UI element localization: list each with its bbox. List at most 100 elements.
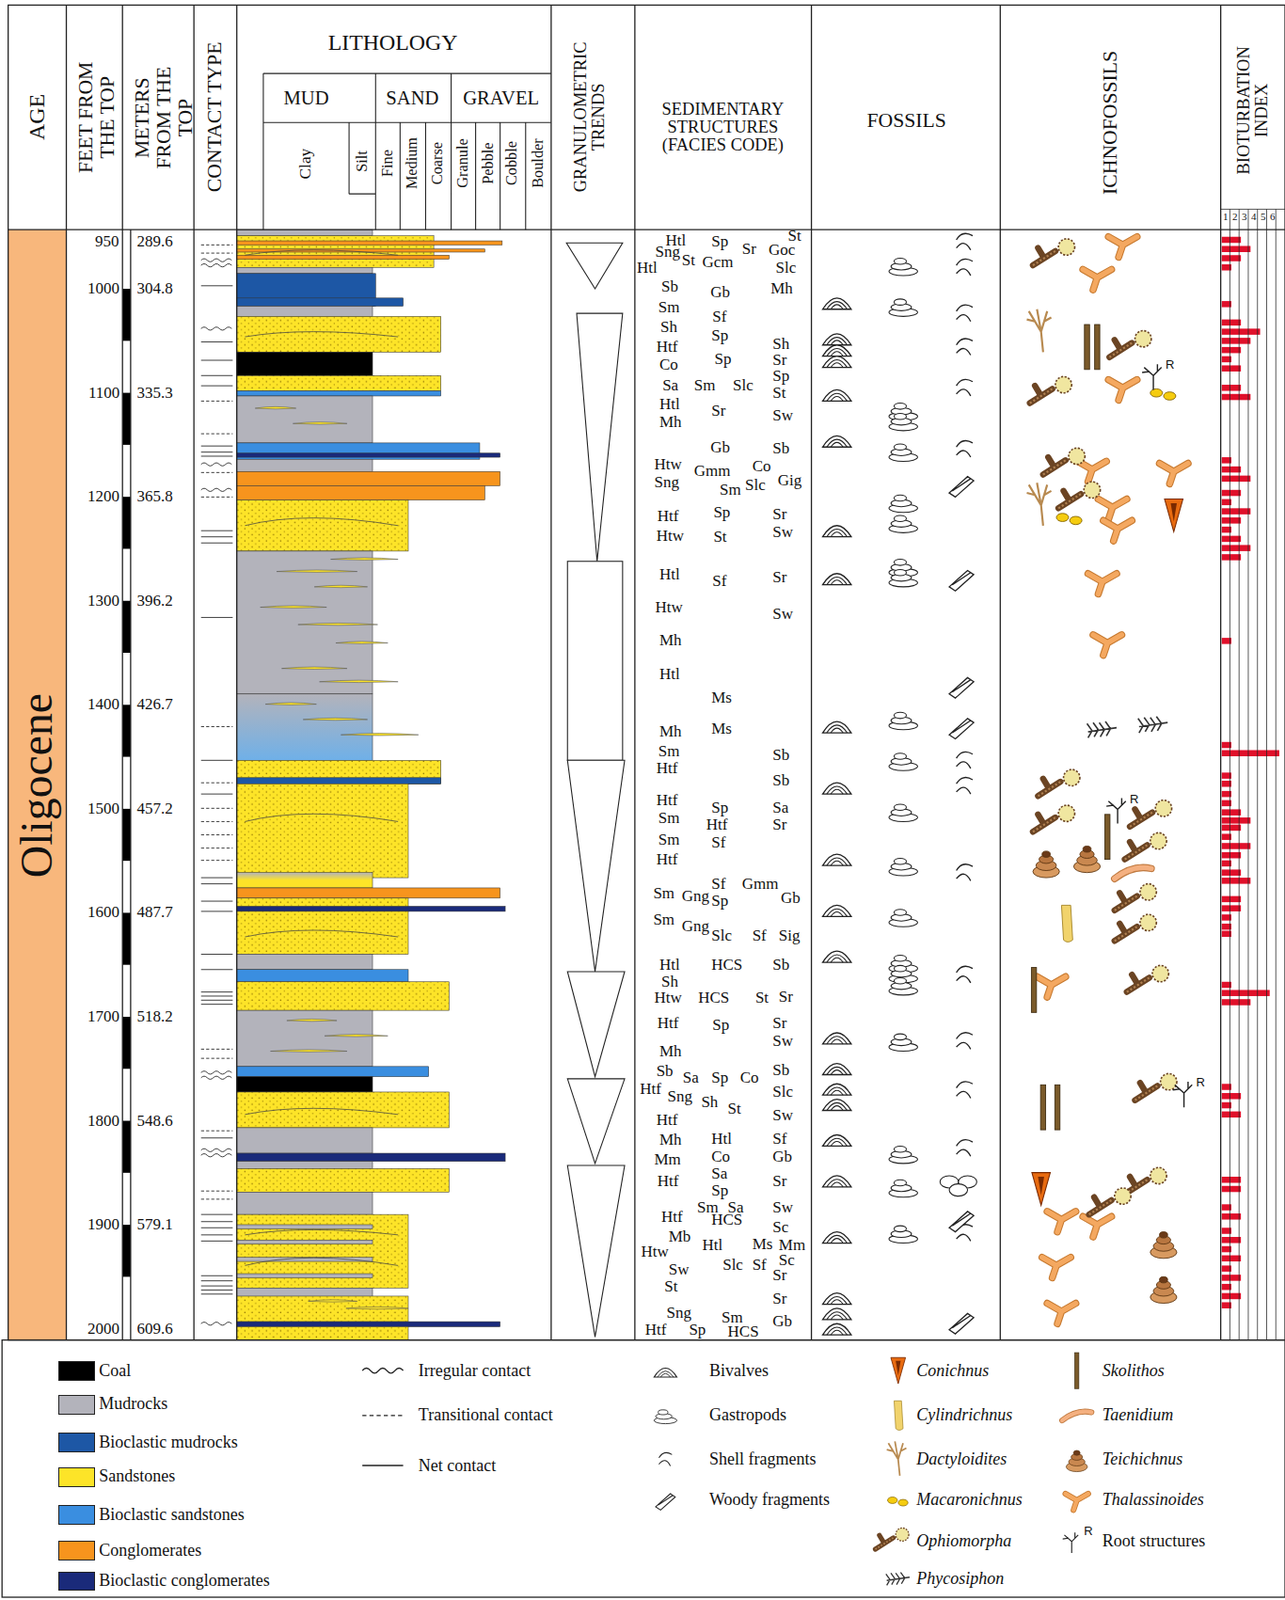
facies-code: Sb	[772, 1062, 790, 1079]
index-number: 4	[1251, 211, 1257, 223]
legend-text: Bioclastic conglomerates	[98, 1571, 270, 1590]
drawing-part	[823, 233, 1193, 1335]
drawing-part	[1221, 852, 1241, 859]
drawing-part	[201, 496, 234, 498]
drawing-part	[201, 433, 234, 435]
facies-code: Htf	[656, 851, 679, 869]
drawing-part	[201, 1071, 233, 1075]
facies-code: Htf	[656, 338, 679, 356]
drawing-part	[956, 751, 973, 769]
facies-code: Mh	[659, 413, 683, 431]
drawing-part	[1164, 499, 1184, 533]
drawing-part	[1221, 1293, 1241, 1301]
drawing-part	[237, 351, 373, 376]
legend-text: Thalassinoides	[1102, 1491, 1205, 1509]
facies-code: St	[772, 384, 786, 402]
facies-code: Sp	[711, 799, 729, 817]
drawing-part	[237, 1321, 501, 1327]
facies-code: Sm	[719, 481, 742, 499]
drawing-part	[1037, 769, 1079, 796]
legend-text: Bioclastic mudrocks	[98, 1433, 238, 1452]
drawing-part	[237, 1239, 373, 1244]
drawing-part	[201, 375, 234, 377]
column-header: SEDIMENTARY STRUCTURES (FACIES CODE)	[635, 100, 810, 156]
drawing-part	[201, 1190, 234, 1192]
drawing-part	[1031, 1173, 1051, 1206]
drawing-part	[823, 854, 852, 866]
drawing-part	[201, 793, 234, 795]
drawing-part	[1073, 845, 1100, 873]
drawing-part	[1221, 749, 1280, 757]
drawing-part	[201, 472, 234, 474]
drawing-part	[201, 360, 234, 362]
facies-code: Slc	[722, 1256, 744, 1274]
drawing-part	[201, 1137, 234, 1139]
drawing-part	[122, 1121, 131, 1174]
drawing-part	[1221, 544, 1252, 552]
facies-code: St	[682, 252, 696, 270]
facies-code: Co	[659, 356, 679, 374]
drawing-part	[237, 888, 501, 899]
facies-code: Sa	[772, 799, 789, 817]
drawing-part	[1108, 380, 1137, 401]
facies-code: Sh	[660, 318, 678, 336]
drawing-part	[1221, 384, 1241, 392]
drawing-part	[1221, 208, 1285, 1340]
drawing-part	[201, 244, 234, 1325]
index-number: 5	[1260, 211, 1267, 223]
drawing-part	[956, 379, 973, 397]
drawing-part	[1032, 851, 1060, 878]
drawing-part	[1221, 394, 1252, 401]
drawing-part	[887, 1441, 907, 1476]
drawing-part	[1032, 805, 1075, 832]
drawing-part	[658, 1452, 672, 1466]
facies-code: Sw	[772, 1199, 794, 1217]
depth-meters: 426.7	[136, 696, 173, 714]
drawing-part	[122, 496, 131, 549]
drawing-part	[237, 1327, 409, 1341]
drawing-part	[956, 258, 973, 276]
drawing-part	[122, 809, 131, 861]
facies-code: Sr	[772, 816, 787, 834]
legend-swatch	[58, 1467, 96, 1487]
drawing-part	[201, 1003, 234, 1005]
legend-text: Gastropods	[709, 1406, 787, 1425]
facies-code: Sf	[712, 308, 727, 326]
drawing-part	[1042, 1257, 1071, 1279]
drawing-part	[1056, 513, 1082, 525]
drawing-part	[1105, 814, 1111, 860]
drawing-part	[201, 327, 233, 331]
drawing-part	[201, 910, 234, 912]
column-header: SAND	[385, 88, 439, 110]
facies-code: Sng	[666, 1304, 692, 1322]
drawing-part	[346, 1306, 409, 1309]
drawing-part	[201, 1240, 234, 1242]
drawing-part	[201, 968, 234, 970]
column-header: GRANULOMETRIC TRENDS	[571, 20, 609, 215]
drawing-part	[823, 1323, 852, 1335]
drawing-part	[1087, 721, 1117, 738]
facies-code: Sr	[772, 1290, 787, 1308]
drawing-part	[281, 666, 347, 669]
drawing-part	[1061, 904, 1073, 942]
drawing-part	[8, 229, 67, 1340]
drawing-part	[576, 313, 623, 562]
drawing-part	[201, 953, 234, 955]
drawing-part	[956, 1140, 973, 1158]
drawing-part	[1, 4, 1285, 1598]
legend-text: Shell fragments	[709, 1450, 816, 1469]
facies-code: Sw	[772, 1032, 794, 1050]
facies-code: Sr	[772, 1173, 787, 1190]
drawing-part	[237, 306, 373, 318]
drawing-part	[237, 396, 373, 444]
facies-code: Sr	[711, 402, 726, 420]
facies-code: Gb	[780, 889, 801, 907]
depth-meters: 487.7	[136, 904, 173, 921]
facies-code: Sm	[658, 743, 681, 761]
facies-code: Sf	[752, 1256, 767, 1274]
drawing-part	[1150, 388, 1176, 400]
drawing-part	[949, 476, 974, 498]
facies-code: Htf	[656, 760, 679, 778]
drawing-part	[201, 1289, 234, 1291]
drawing-part	[292, 422, 348, 425]
